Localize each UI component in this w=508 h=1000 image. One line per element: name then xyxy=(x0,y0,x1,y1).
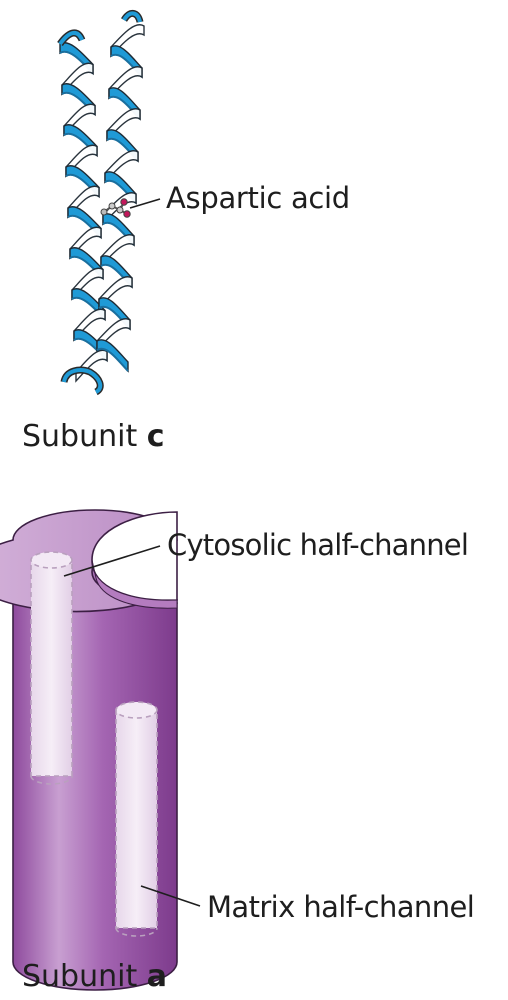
aspartic-acid-label: Aspartic acid xyxy=(166,181,350,215)
subunit-a-caption: Subunit a xyxy=(22,962,167,992)
helix-left xyxy=(59,42,108,383)
helix-ribbon-segment xyxy=(75,349,108,383)
subunit-c-caption: Subunit c xyxy=(22,422,165,452)
helix-top-loop-left-fill xyxy=(58,31,84,46)
cytosolic-half-channel xyxy=(30,551,73,785)
matrix-half-channel-label: Matrix half-channel xyxy=(207,890,475,924)
helix-right xyxy=(96,24,145,373)
helix-top-loop-right-fill xyxy=(122,11,142,23)
matrix-leader xyxy=(140,885,201,907)
subunit-c-helix-pair xyxy=(57,10,161,396)
subunit-a-caption-letter: a xyxy=(146,959,168,994)
subunit-c-caption-prefix: Subunit xyxy=(22,419,147,454)
matrix-half-channel xyxy=(115,701,158,937)
subunit-c-caption-letter: c xyxy=(146,419,165,454)
helix-ribbon-edge xyxy=(96,347,129,372)
subunit-a-caption-prefix: Subunit xyxy=(22,959,147,994)
subunit-a-cylinder xyxy=(0,509,201,991)
cytosolic-leader xyxy=(63,545,161,577)
cytosolic-half-channel-label: Cytosolic half-channel xyxy=(167,528,469,562)
cylinder-notch-inner-wall xyxy=(91,559,178,609)
helix-bottom-loop-fill xyxy=(62,368,103,394)
aspartic-acid-leader xyxy=(129,198,161,209)
aspartic-acid-residue xyxy=(100,198,131,218)
